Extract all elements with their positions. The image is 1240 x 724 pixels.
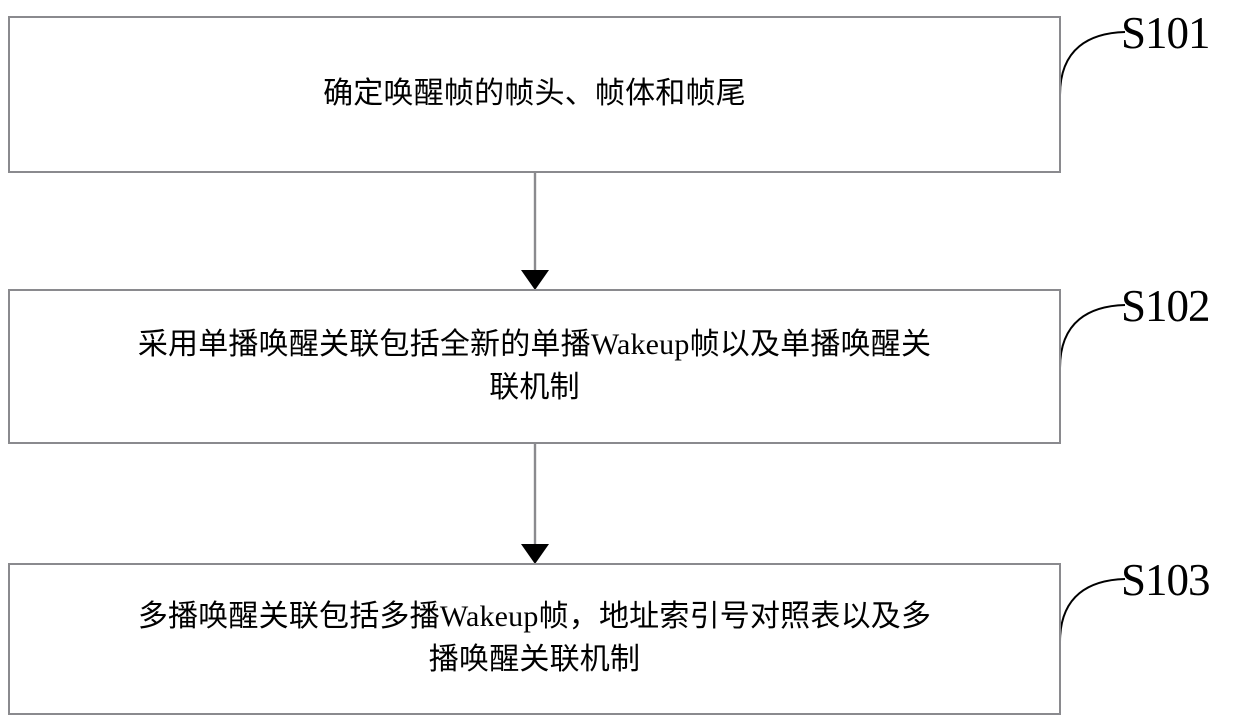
leader-line-s101 xyxy=(1059,31,1126,96)
leader-line-s102 xyxy=(1059,304,1126,369)
arrowhead-down-icon xyxy=(521,544,549,564)
step-text-s103: 多播唤醒关联包括多播Wakeup帧，地址索引号对照表以及多 播唤醒关联机制 xyxy=(137,600,932,676)
step-text-s101: 确定唤醒帧的帧头、帧体和帧尾 xyxy=(323,77,746,111)
step-label-s103: S103 xyxy=(1121,555,1211,605)
connector-s102-s103 xyxy=(521,444,549,564)
step-box-s103[interactable]: 多播唤醒关联包括多播Wakeup帧，地址索引号对照表以及多 播唤醒关联机制 xyxy=(8,563,1061,715)
leader-line-s103 xyxy=(1059,578,1126,643)
step-text-s102: 采用单播唤醒关联包括全新的单播Wakeup帧以及单播唤醒关 联机制 xyxy=(137,327,932,404)
step-label-s101: S101 xyxy=(1121,8,1211,58)
connector-s101-s102 xyxy=(521,173,549,290)
arrowhead-down-icon xyxy=(521,270,549,290)
step-label-s102: S102 xyxy=(1121,281,1211,331)
step-box-s102[interactable]: 采用单播唤醒关联包括全新的单播Wakeup帧以及单播唤醒关 联机制 xyxy=(8,289,1061,444)
step-box-s101[interactable]: 确定唤醒帧的帧头、帧体和帧尾 xyxy=(8,16,1061,173)
